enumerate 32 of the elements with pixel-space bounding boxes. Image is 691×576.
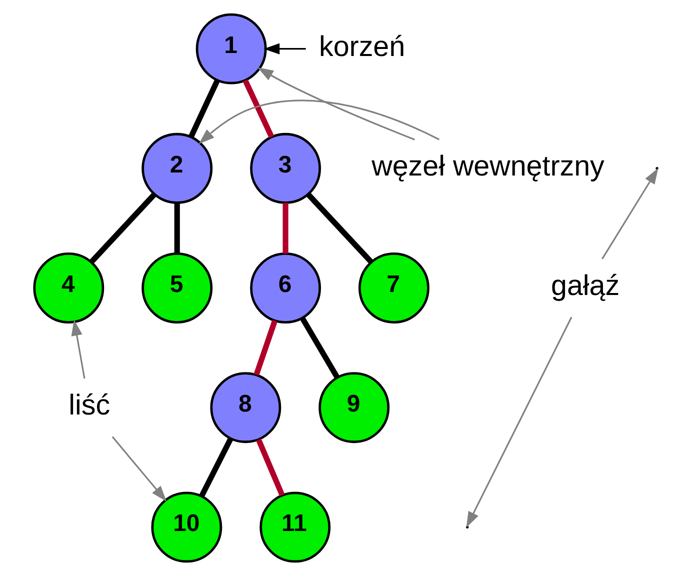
arrow [256,67,414,140]
node-text: gałąź [550,270,620,302]
connector [306,192,373,264]
connector [256,438,284,496]
connector [282,203,288,254]
arrow [263,43,306,54]
node-circle: 2 [141,132,212,204]
arrow [601,168,658,260]
node-circle: 4 [32,252,104,324]
node-text: korzeń [318,30,405,63]
node-circle: 8 [210,372,281,444]
node-text: węzeł wewnętrzny [371,150,604,182]
arrow [198,100,440,144]
node-circle: 7 [358,252,429,324]
node-circle: 9 [318,372,390,444]
node-text: liść [68,390,110,422]
node-circle: 11 [259,492,330,563]
node-circle: 3 [250,132,320,204]
arrow [70,320,85,379]
node-circle: 1 [195,13,266,84]
connector [300,316,340,379]
node-circle: 5 [141,252,212,324]
connector [174,203,180,254]
connector [242,79,274,138]
connector [253,320,277,376]
connector [89,192,156,264]
connector [198,437,233,498]
node-circle: 6 [250,252,320,324]
arrow [466,316,572,528]
connector [188,79,220,138]
node-circle: 10 [150,492,222,563]
arrow [111,436,166,502]
